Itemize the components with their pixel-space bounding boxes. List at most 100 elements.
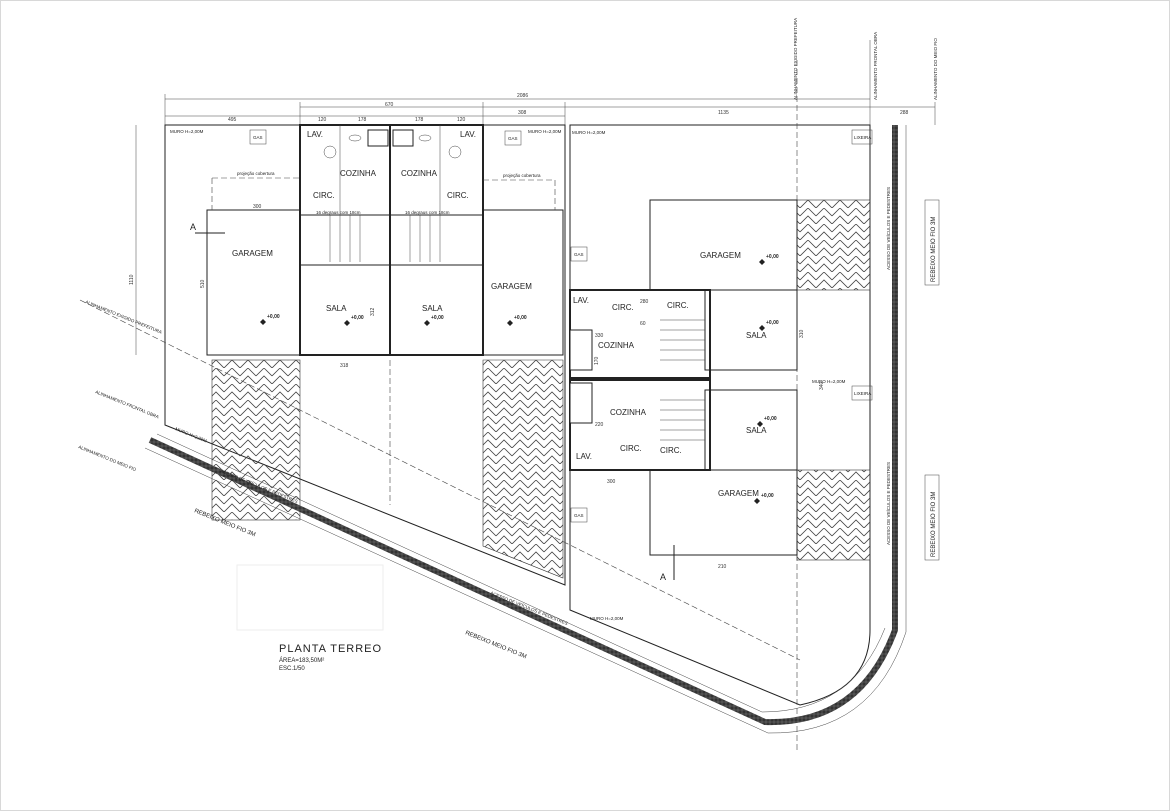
- dim: 178: [415, 117, 424, 123]
- room-label: COZINHA: [598, 341, 635, 350]
- dim: 495: [228, 117, 237, 123]
- room-label: SALA: [746, 426, 767, 435]
- dim-total: 2086: [517, 93, 528, 99]
- room-label: CIRC.: [620, 444, 642, 453]
- wall-note: MURO H=2,00M: [812, 379, 846, 384]
- house-left-a: [206, 124, 391, 356]
- wall-note: MURO H=2,00M: [528, 129, 562, 134]
- room-label: GARAGEM: [232, 249, 273, 258]
- level-marker: +0,00: [424, 315, 444, 326]
- level-marker: +0,00: [759, 254, 779, 265]
- dim: 510: [200, 279, 206, 288]
- room-labels: LAV. COZINHA CIRC. GARAGEM SALA LAV. COZ…: [232, 130, 767, 498]
- level-marker: +0,00: [754, 493, 774, 504]
- roof-projection-note: projeção cobertura: [503, 173, 541, 178]
- curb-strip: [144, 125, 907, 734]
- dim: 60: [640, 321, 646, 327]
- room-label: GARAGEM: [718, 489, 759, 498]
- dim: 288: [900, 110, 909, 116]
- gas-label: GAS: [253, 135, 263, 140]
- room-label: CIRC.: [660, 446, 682, 455]
- room-label: SALA: [422, 304, 443, 313]
- lot-right: [569, 124, 871, 706]
- house-left-b: [389, 124, 564, 356]
- alignment-label: ALINHAMENTO FRONTAL OBRA: [95, 389, 160, 419]
- wall-note: MURO H=2,00M: [170, 129, 204, 134]
- room-label: LAV.: [460, 130, 476, 139]
- room-label: CIRC.: [447, 191, 469, 200]
- level-label: +0,00: [514, 315, 527, 321]
- access-label: ACESSO DE VEÍCULOS E PEDESTRES: [490, 589, 569, 626]
- drawing-title: PLANTA TERREO: [279, 643, 382, 655]
- dim: 300: [607, 479, 616, 485]
- level-label: +0,00: [766, 254, 779, 260]
- room-label: GARAGEM: [700, 251, 741, 260]
- room-label: LAV.: [307, 130, 323, 139]
- level-label: +0,00: [766, 320, 779, 326]
- drawing-scale: ESC.1/50: [279, 666, 305, 672]
- dim: 210: [718, 564, 727, 570]
- gas-label: GAS: [574, 513, 584, 518]
- wall-note: MURO H=2,00M: [175, 426, 208, 443]
- dim: 310: [799, 329, 805, 338]
- access-label: ACESSO DE VEÍCULOS E PEDESTRES: [885, 462, 891, 545]
- gas-label: GAS: [508, 136, 518, 141]
- room-label: COZINHA: [401, 169, 438, 178]
- dim: 330: [595, 333, 604, 339]
- curb-drop-label: REBEIXO MEIO FIO 3M: [464, 630, 527, 660]
- alignment-label: ALINHAMENTO DO MEIO FIO: [78, 444, 138, 472]
- roof-projection-note: projeção cobertura: [237, 171, 275, 176]
- lot-left: [164, 124, 566, 586]
- level-label: +0,00: [761, 493, 774, 499]
- section-marker: A A: [190, 222, 675, 582]
- level-label: +0,00: [764, 416, 777, 422]
- dim: 120: [457, 117, 466, 123]
- room-label: SALA: [746, 331, 767, 340]
- section-marker-label: A: [190, 222, 196, 232]
- dim: 670: [385, 102, 394, 108]
- level-label: +0,00: [351, 315, 364, 321]
- curb-drop-label: REBEIXO MEIO FIO 3M: [931, 492, 937, 557]
- wall-note: MURO H=2,00M: [590, 616, 624, 621]
- dim: 340: [819, 381, 825, 390]
- drawing-area: ÁREA=183,50M²: [279, 657, 324, 664]
- gas-label: GAS: [574, 252, 584, 257]
- level-marker: +0,00: [344, 315, 364, 326]
- level-marker: +0,00: [507, 315, 527, 326]
- stairs-note: 16 degraus com 18cm: [405, 210, 450, 215]
- room-label: COZINHA: [610, 408, 647, 417]
- trash-label: LIXEIRA: [854, 135, 871, 140]
- alignment-label: ALINHAMENTO DO MEIO FIO: [933, 38, 938, 100]
- room-label: LAV.: [573, 296, 589, 305]
- room-label: GARAGEM: [491, 282, 532, 291]
- room-label: SALA: [326, 304, 347, 313]
- dim: 120: [318, 117, 327, 123]
- level-label: +0,00: [267, 314, 280, 320]
- house-right-upper: [569, 199, 798, 379]
- trash-label: LIXEIRA: [854, 391, 871, 396]
- level-label: +0,00: [431, 315, 444, 321]
- section-marker-label: A: [660, 572, 666, 582]
- curb-drop-label: REBEIXO MEIO FIO 3M: [931, 217, 937, 282]
- dim: 170: [594, 356, 600, 365]
- dim: 308: [518, 110, 527, 116]
- dim: 280: [640, 299, 649, 305]
- level-marker: +0,00: [757, 416, 777, 427]
- dim: 178: [358, 117, 367, 123]
- room-label: CIRC.: [313, 191, 335, 200]
- level-marker: +0,00: [759, 320, 779, 331]
- stairs-note: 16 degraus com 18cm: [316, 210, 361, 215]
- dim: 312: [370, 307, 376, 316]
- level-marker: +0,00: [260, 314, 280, 325]
- alignment-label: ALINHAMENTO EXIGIDO PREFEITURA: [85, 299, 163, 334]
- room-label: COZINHA: [340, 169, 377, 178]
- wall-note: MURO H=2,00M: [572, 130, 606, 135]
- access-label: ACESSO DE VEÍCULOS E PEDESTRES: [885, 187, 891, 270]
- dim: 318: [340, 363, 349, 369]
- title-block: PLANTA TERREO ÁREA=183,50M² ESC.1/50: [236, 564, 384, 672]
- level-markers: +0,00 +0,00 +0,00 +0,00 +0,00 +0,00 +0,0…: [260, 254, 779, 504]
- alignment-label: ALINHAMENTO EXIGIDO PREFEITURA: [793, 18, 798, 100]
- alignment-line: [79, 299, 801, 661]
- alignment-label: ALINHAMENTO FRONTAL OBRA: [873, 32, 878, 100]
